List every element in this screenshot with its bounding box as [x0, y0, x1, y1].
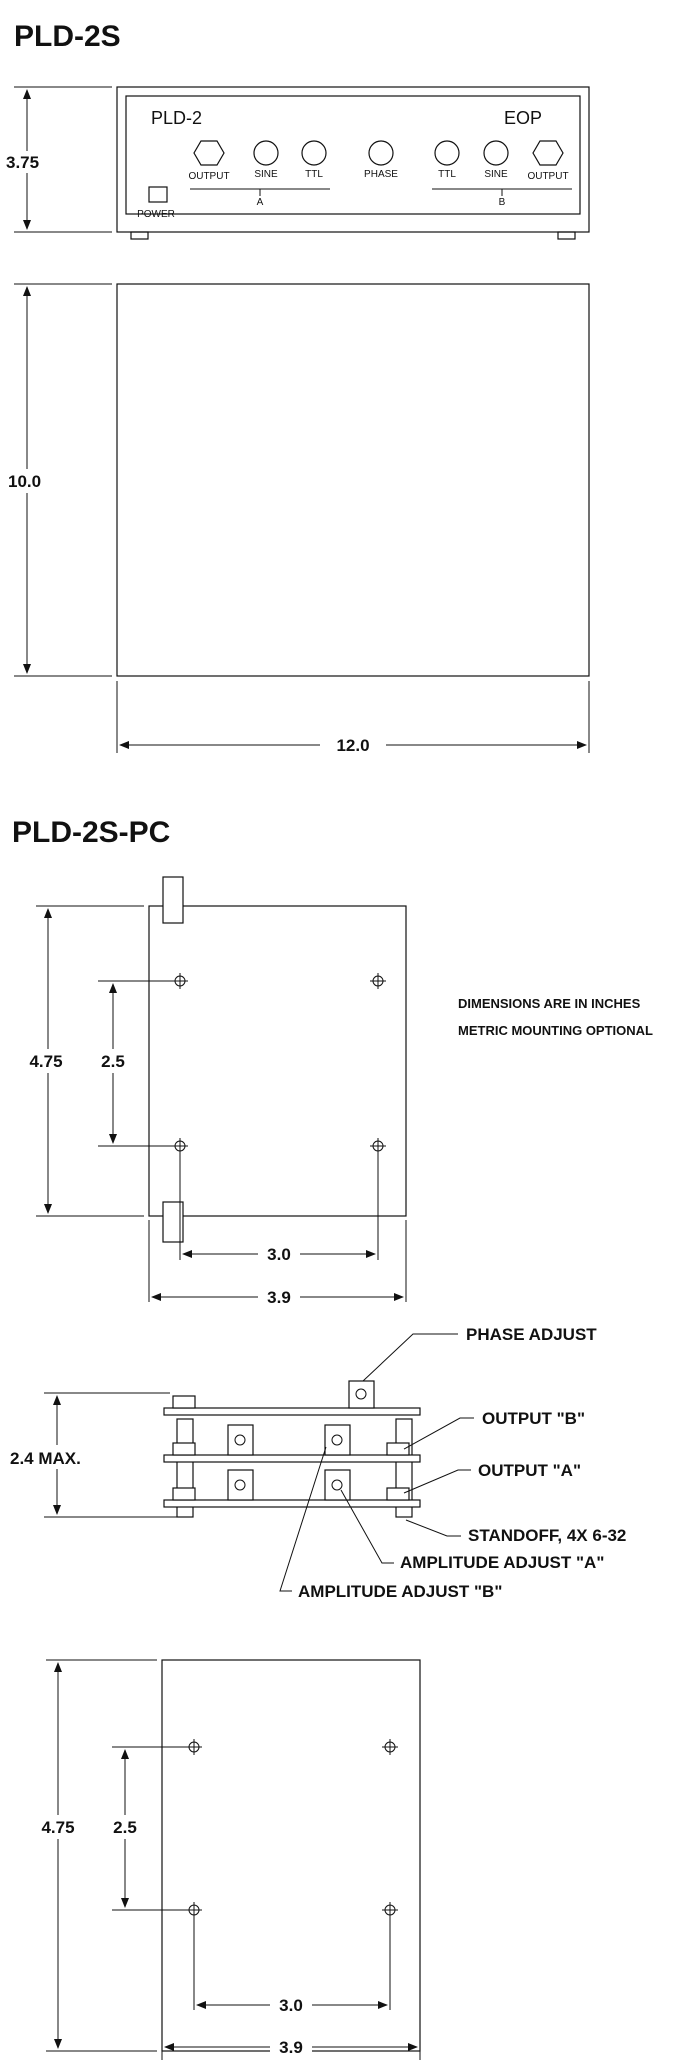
leader-phase: [362, 1333, 458, 1382]
sine-a-connector-icon: [253, 140, 279, 166]
pc-bottom-height-label: 4.75: [41, 1818, 74, 1837]
pc-top-outline: [148, 905, 407, 1217]
pc-top-view: 4.75 2.5 3.0 3.9: [22, 876, 407, 1308]
output-b-connector-icon: [532, 140, 564, 166]
note-dimensions: DIMENSIONS ARE IN INCHES: [458, 996, 641, 1011]
callout-phase-adjust: PHASE ADJUST: [466, 1325, 597, 1344]
note-metric: METRIC MOUNTING OPTIONAL: [458, 1023, 653, 1038]
callout-output-b: OUTPUT "B": [482, 1409, 585, 1428]
front-view: PLD-2 EOP OUTPUT SINE TTL A PHASE TTL SI…: [4, 86, 590, 240]
leader-amp-b: [279, 1446, 327, 1592]
pc-bottom-hole-v-label: 2.5: [113, 1818, 137, 1837]
leader-standoff: [405, 1519, 461, 1537]
output-a-label: OUTPUT: [188, 171, 229, 182]
panel-brand-label: EOP: [504, 108, 542, 128]
ttl-b-label: TTL: [438, 169, 456, 180]
callout-output-a: OUTPUT "A": [478, 1461, 581, 1480]
mount-hole-icon: [186, 1902, 202, 1918]
standoff-right: [395, 1418, 413, 1518]
pcb-bottom: [163, 1499, 421, 1508]
leader-out-b: [403, 1417, 474, 1450]
sine-b-label: SINE: [484, 169, 508, 180]
callout-standoff: STANDOFF, 4X 6-32: [468, 1526, 626, 1545]
phase-label: PHASE: [364, 169, 398, 180]
sine-a-label: SINE: [254, 169, 278, 180]
pc-top-height-label: 4.75: [29, 1052, 62, 1071]
out-b-connector-icon: [386, 1442, 410, 1456]
mount-hole-icon: [370, 1138, 386, 1154]
power-switch-icon: [148, 186, 168, 203]
group-b-label: B: [499, 197, 506, 208]
phase-pot-icon: [348, 1380, 375, 1409]
front-panel-outer: [116, 86, 590, 233]
amp-a-pot2-icon: [324, 1469, 351, 1501]
pc-bottom-hole-h-label: 3.0: [279, 1996, 303, 2015]
width-dim-label: 12.0: [336, 736, 369, 755]
mount-hole-icon: [382, 1902, 398, 1918]
header-icon: [172, 1487, 196, 1501]
out-a-connector-icon: [386, 1487, 410, 1501]
pcb-middle: [163, 1454, 421, 1463]
title-pld-2s: PLD-2S: [14, 20, 121, 53]
pc-bottom-outline: [161, 1659, 421, 2052]
depth-dim-label: 10.0: [8, 472, 41, 491]
pc-side-height-label: 2.4 MAX.: [10, 1449, 81, 1468]
pc-top-hole-v-label: 2.5: [101, 1052, 125, 1071]
header-icon: [172, 1442, 196, 1456]
sine-b-connector-icon: [483, 140, 509, 166]
phase-knob-icon: [368, 140, 394, 166]
connector-top: [162, 876, 184, 924]
pc-bottom-width-label: 3.9: [279, 2038, 303, 2057]
ttl-a-label: TTL: [305, 169, 323, 180]
pc-top-width-label: 3.9: [267, 1288, 291, 1307]
leader-out-a: [403, 1469, 471, 1494]
amp-b-pot-icon: [227, 1424, 254, 1456]
power-label: POWER: [137, 209, 175, 220]
amp-a-pot-icon: [227, 1469, 254, 1501]
ttl-a-connector-icon: [301, 140, 327, 166]
title-pld-2s-pc: PLD-2S-PC: [12, 816, 170, 849]
output-a-connector-icon: [193, 140, 225, 166]
mount-hole-icon: [370, 973, 386, 989]
amp-b-pot2-icon: [324, 1424, 351, 1456]
foot-right: [557, 231, 576, 240]
mount-hole-icon: [186, 1739, 202, 1755]
front-height-dim-label: 3.75: [6, 153, 39, 172]
mount-hole-icon: [172, 1138, 188, 1154]
front-panel-inner: [125, 95, 581, 215]
standoff-left: [176, 1418, 194, 1518]
pcb-top: [163, 1407, 421, 1416]
pc-bottom-view: 4.75 2.5 3.0 3.9: [34, 1659, 421, 2060]
header-icon: [172, 1395, 196, 1409]
panel-model-label: PLD-2: [151, 108, 202, 128]
foot-left: [130, 231, 149, 240]
leader-amp-a: [340, 1489, 394, 1564]
connector-bottom: [162, 1201, 184, 1243]
callout-amp-a: AMPLITUDE ADJUST "A": [400, 1553, 604, 1572]
pc-side-view: 2.4 MAX. PHASE ADJUST OUTPUT "B" OUTPUT …: [6, 1325, 626, 1601]
top-view: 10.0 12.0: [4, 283, 590, 756]
mount-hole-icon: [172, 973, 188, 989]
ttl-b-connector-icon: [434, 140, 460, 166]
callout-amp-b: AMPLITUDE ADJUST "B": [298, 1582, 502, 1601]
mount-hole-icon: [382, 1739, 398, 1755]
output-b-label: OUTPUT: [527, 171, 568, 182]
group-a-label: A: [257, 197, 264, 208]
top-view-outline: [116, 283, 590, 677]
pc-top-hole-h-label: 3.0: [267, 1245, 291, 1264]
